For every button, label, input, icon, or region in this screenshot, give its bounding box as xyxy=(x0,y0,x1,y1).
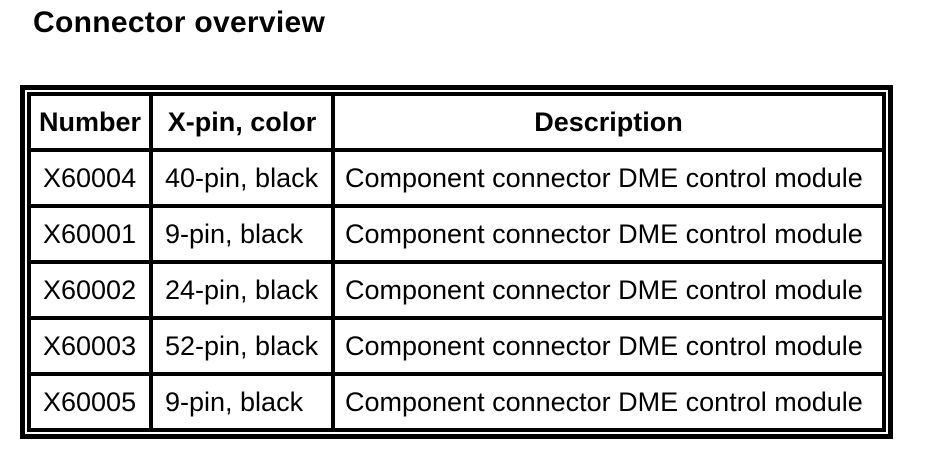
cell-description: Component connector DME control module xyxy=(331,260,886,320)
cell-pin-color: 9-pin, black xyxy=(149,372,335,432)
connector-overview-table: Number X-pin, color Description X60004 4… xyxy=(27,92,886,432)
cell-description: Component connector DME control module xyxy=(331,316,886,376)
cell-description: Component connector DME control module xyxy=(331,148,886,208)
cell-description: Component connector DME control module xyxy=(331,204,886,264)
cell-pin-color: 40-pin, black xyxy=(149,148,335,208)
page-title: Connector overview xyxy=(33,6,326,39)
table-row: X60001 9-pin, black Component connector … xyxy=(27,204,886,264)
table-row: X60002 24-pin, black Component connector… xyxy=(27,260,886,320)
cell-number: X60004 xyxy=(27,148,153,208)
connector-table-frame: Number X-pin, color Description X60004 4… xyxy=(20,85,893,439)
cell-description: Component connector DME control module xyxy=(331,372,886,432)
cell-number: X60005 xyxy=(27,372,153,432)
table-row: X60003 52-pin, black Component connector… xyxy=(27,316,886,376)
cell-pin-color: 24-pin, black xyxy=(149,260,335,320)
cell-number: X60003 xyxy=(27,316,153,376)
column-header-description: Description xyxy=(331,92,886,152)
column-header-pin-color: X-pin, color xyxy=(149,92,335,152)
header-row: Number X-pin, color Description xyxy=(27,92,886,152)
table-row: X60004 40-pin, black Component connector… xyxy=(27,148,886,208)
cell-number: X60001 xyxy=(27,204,153,264)
column-header-number: Number xyxy=(27,92,153,152)
cell-pin-color: 52-pin, black xyxy=(149,316,335,376)
table-row: X60005 9-pin, black Component connector … xyxy=(27,372,886,432)
cell-number: X60002 xyxy=(27,260,153,320)
cell-pin-color: 9-pin, black xyxy=(149,204,335,264)
